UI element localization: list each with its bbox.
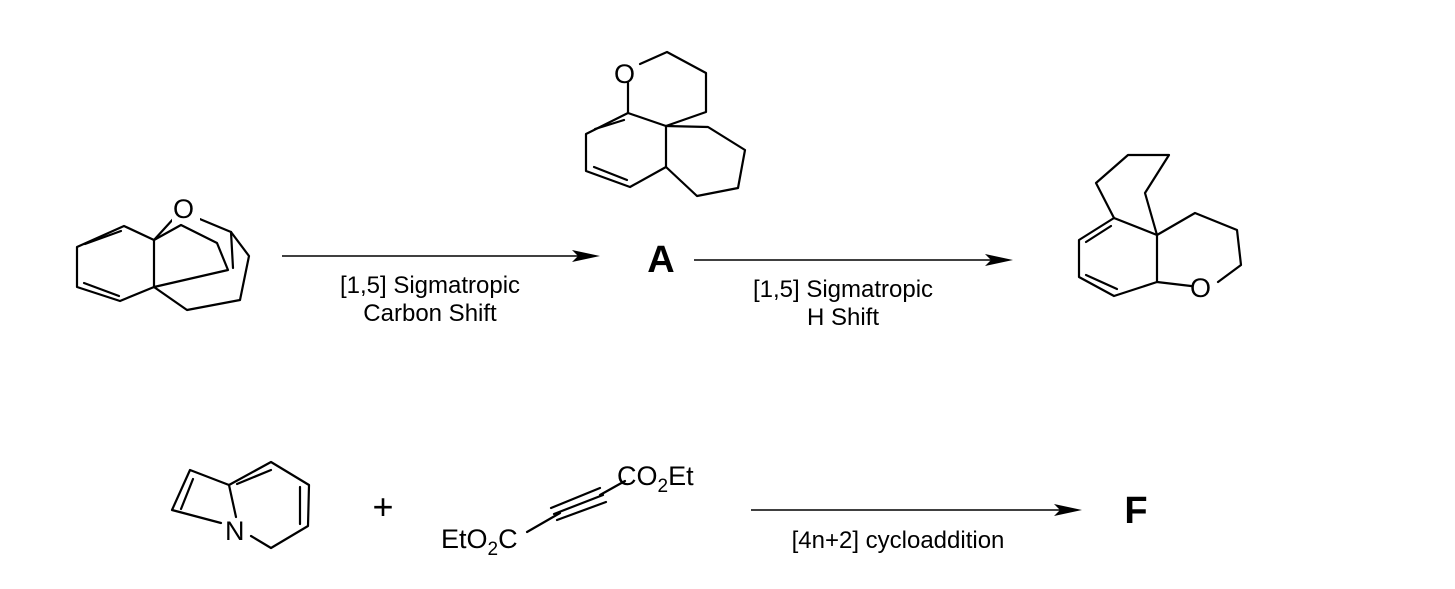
arrow-h-shift	[694, 254, 1013, 266]
carboethoxy-right-label: CO2Et	[617, 461, 694, 497]
indolizine-structure: N	[170, 460, 311, 550]
arrow-cycloaddition	[751, 504, 1082, 516]
arrow1-label-line1: [1,5] Sigmatropic	[340, 272, 520, 299]
intermediate-a-label: A	[647, 239, 674, 281]
cycloaddition-label: [4n+2] cycloaddition	[792, 527, 1005, 554]
arrow2-label-line2: H Shift	[807, 304, 879, 331]
intermediate-a-structure: O	[584, 50, 747, 198]
product-oxygen-label: O	[1190, 273, 1211, 303]
product-structure: O	[1077, 153, 1243, 303]
arrow1-label-line2: Carbon Shift	[363, 300, 497, 327]
indolizine-nitrogen-label: N	[225, 516, 245, 546]
diethyl-acetylenedicarboxylate-structure	[525, 479, 627, 534]
arrow-carbon-shift	[282, 250, 600, 262]
arrow2-label-line1: [1,5] Sigmatropic	[753, 276, 933, 303]
intermediate-a-oxygen-label: O	[614, 59, 635, 89]
starting-material-structure: O	[75, 192, 251, 312]
product-f-label: F	[1124, 490, 1147, 532]
plus-sign: +	[372, 486, 393, 527]
starting-material-oxygen-label: O	[173, 194, 194, 224]
carboethoxy-left-label: EtO2C	[441, 524, 518, 560]
